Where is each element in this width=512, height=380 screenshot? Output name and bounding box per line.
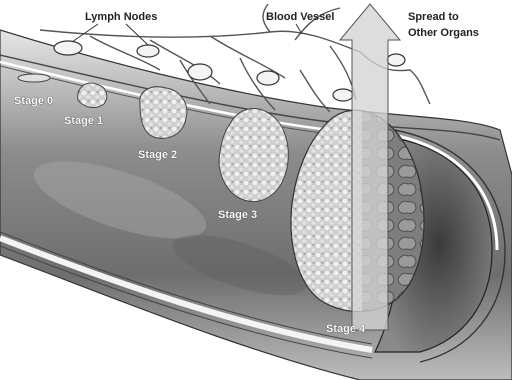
label-stage-0: Stage 0 [14,95,53,107]
label-blood-vessel: Blood Vessel [266,11,334,23]
label-stage-4: Stage 4 [326,323,366,335]
lymph-node [54,41,82,55]
lymph-node [257,71,279,85]
label-spread-line1: Spread to [408,11,459,23]
label-stage-3: Stage 3 [218,209,257,221]
lymph-node [387,54,405,66]
label-stage-2: Stage 2 [138,149,177,161]
tumor-stage-1 [78,83,107,108]
label-lymph-nodes: Lymph Nodes [85,11,157,23]
label-stage-1: Stage 1 [64,115,103,127]
tumor-stage-0 [18,74,50,82]
label-spread-line2: Other Organs [408,27,479,39]
lymph-node [137,45,159,57]
lymph-node [333,89,353,101]
tumor-stage-2 [140,87,187,139]
lymph-node [188,64,212,80]
